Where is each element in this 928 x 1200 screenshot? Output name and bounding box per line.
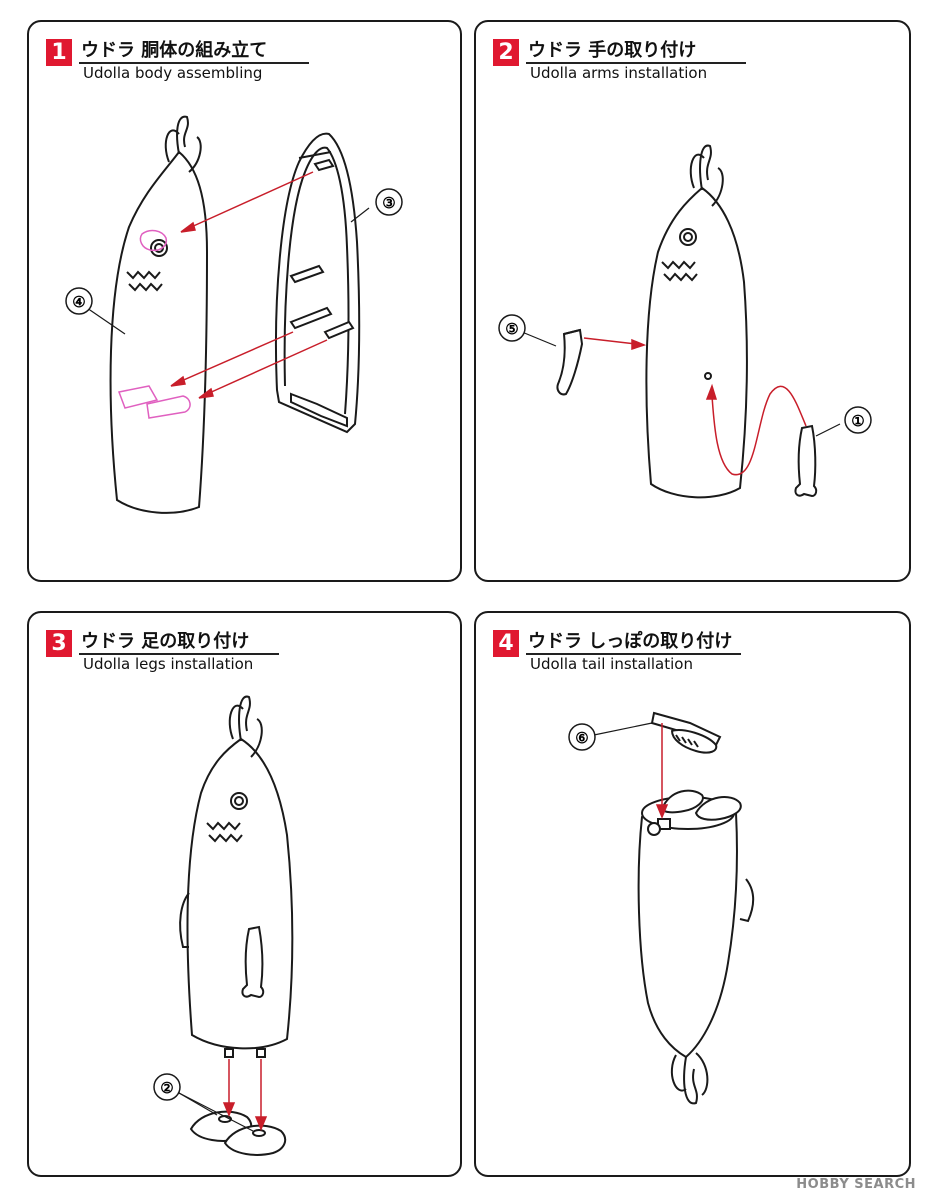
udolla-body-front (109, 115, 209, 514)
step-title-en: Udolla legs installation (83, 655, 254, 673)
step-number-badge: 4 (493, 630, 519, 657)
callout-part-4: ④ (72, 293, 85, 311)
udolla-body-back (275, 132, 361, 434)
callout-part-1: ① (851, 412, 864, 430)
legs-installation-illustration: ② (153, 695, 294, 1156)
callout-part-3: ③ (382, 194, 395, 212)
step-2-panel: 2 ウドラ 手の取り付け Udolla arms installation (474, 20, 911, 582)
title-underline (526, 653, 741, 655)
step-number-badge: 3 (46, 630, 72, 657)
callout-part-5: ⑤ (505, 320, 518, 338)
step-3-panel: 3 ウドラ 足の取り付け Udolla legs installation (27, 611, 462, 1177)
title-underline (526, 62, 746, 64)
assembly-arrows (170, 171, 328, 399)
hobby-search-watermark: HOBBY SEARCH (796, 1177, 916, 1192)
pin-highlights (117, 229, 191, 419)
installation-arrows (583, 337, 807, 476)
step-number-badge: 2 (493, 39, 519, 66)
arm-part-1 (794, 424, 818, 498)
arm-part-5 (556, 328, 584, 396)
body-assembly-illustration: ③ ④ (65, 115, 403, 514)
udolla-body (645, 144, 748, 499)
installation-arrows (222, 1059, 268, 1131)
udolla-body-inverted (637, 789, 754, 1105)
udolla-body (179, 695, 294, 1058)
arms-installation-illustration: ⑤ ① (498, 144, 872, 499)
callout-part-6: ⑥ (575, 729, 588, 747)
step-title-jp: ウドラ 胴体の組み立て (81, 40, 268, 61)
step-4-panel: 4 ウドラ しっぽの取り付け Udolla tail installation (474, 611, 911, 1177)
step-title-jp: ウドラ 足の取り付け (81, 631, 250, 652)
installation-arrows (655, 723, 669, 819)
step-title-jp: ウドラ 手の取り付け (528, 40, 697, 61)
step-title-en: Udolla arms installation (530, 64, 708, 82)
step-title-en: Udolla body assembling (83, 64, 263, 82)
step-title-en: Udolla tail installation (530, 655, 693, 673)
title-underline (79, 653, 279, 655)
feet-part-2 (189, 1110, 287, 1156)
callout-part-2: ② (160, 1079, 173, 1097)
step-number-badge: 1 (46, 39, 72, 66)
step-title-jp: ウドラ しっぽの取り付け (528, 631, 733, 652)
step-1-panel: 1 ウドラ 胴体の組み立て Udolla body assembling (27, 20, 462, 582)
title-underline (79, 62, 309, 64)
tail-installation-illustration: ⑥ (568, 711, 754, 1105)
